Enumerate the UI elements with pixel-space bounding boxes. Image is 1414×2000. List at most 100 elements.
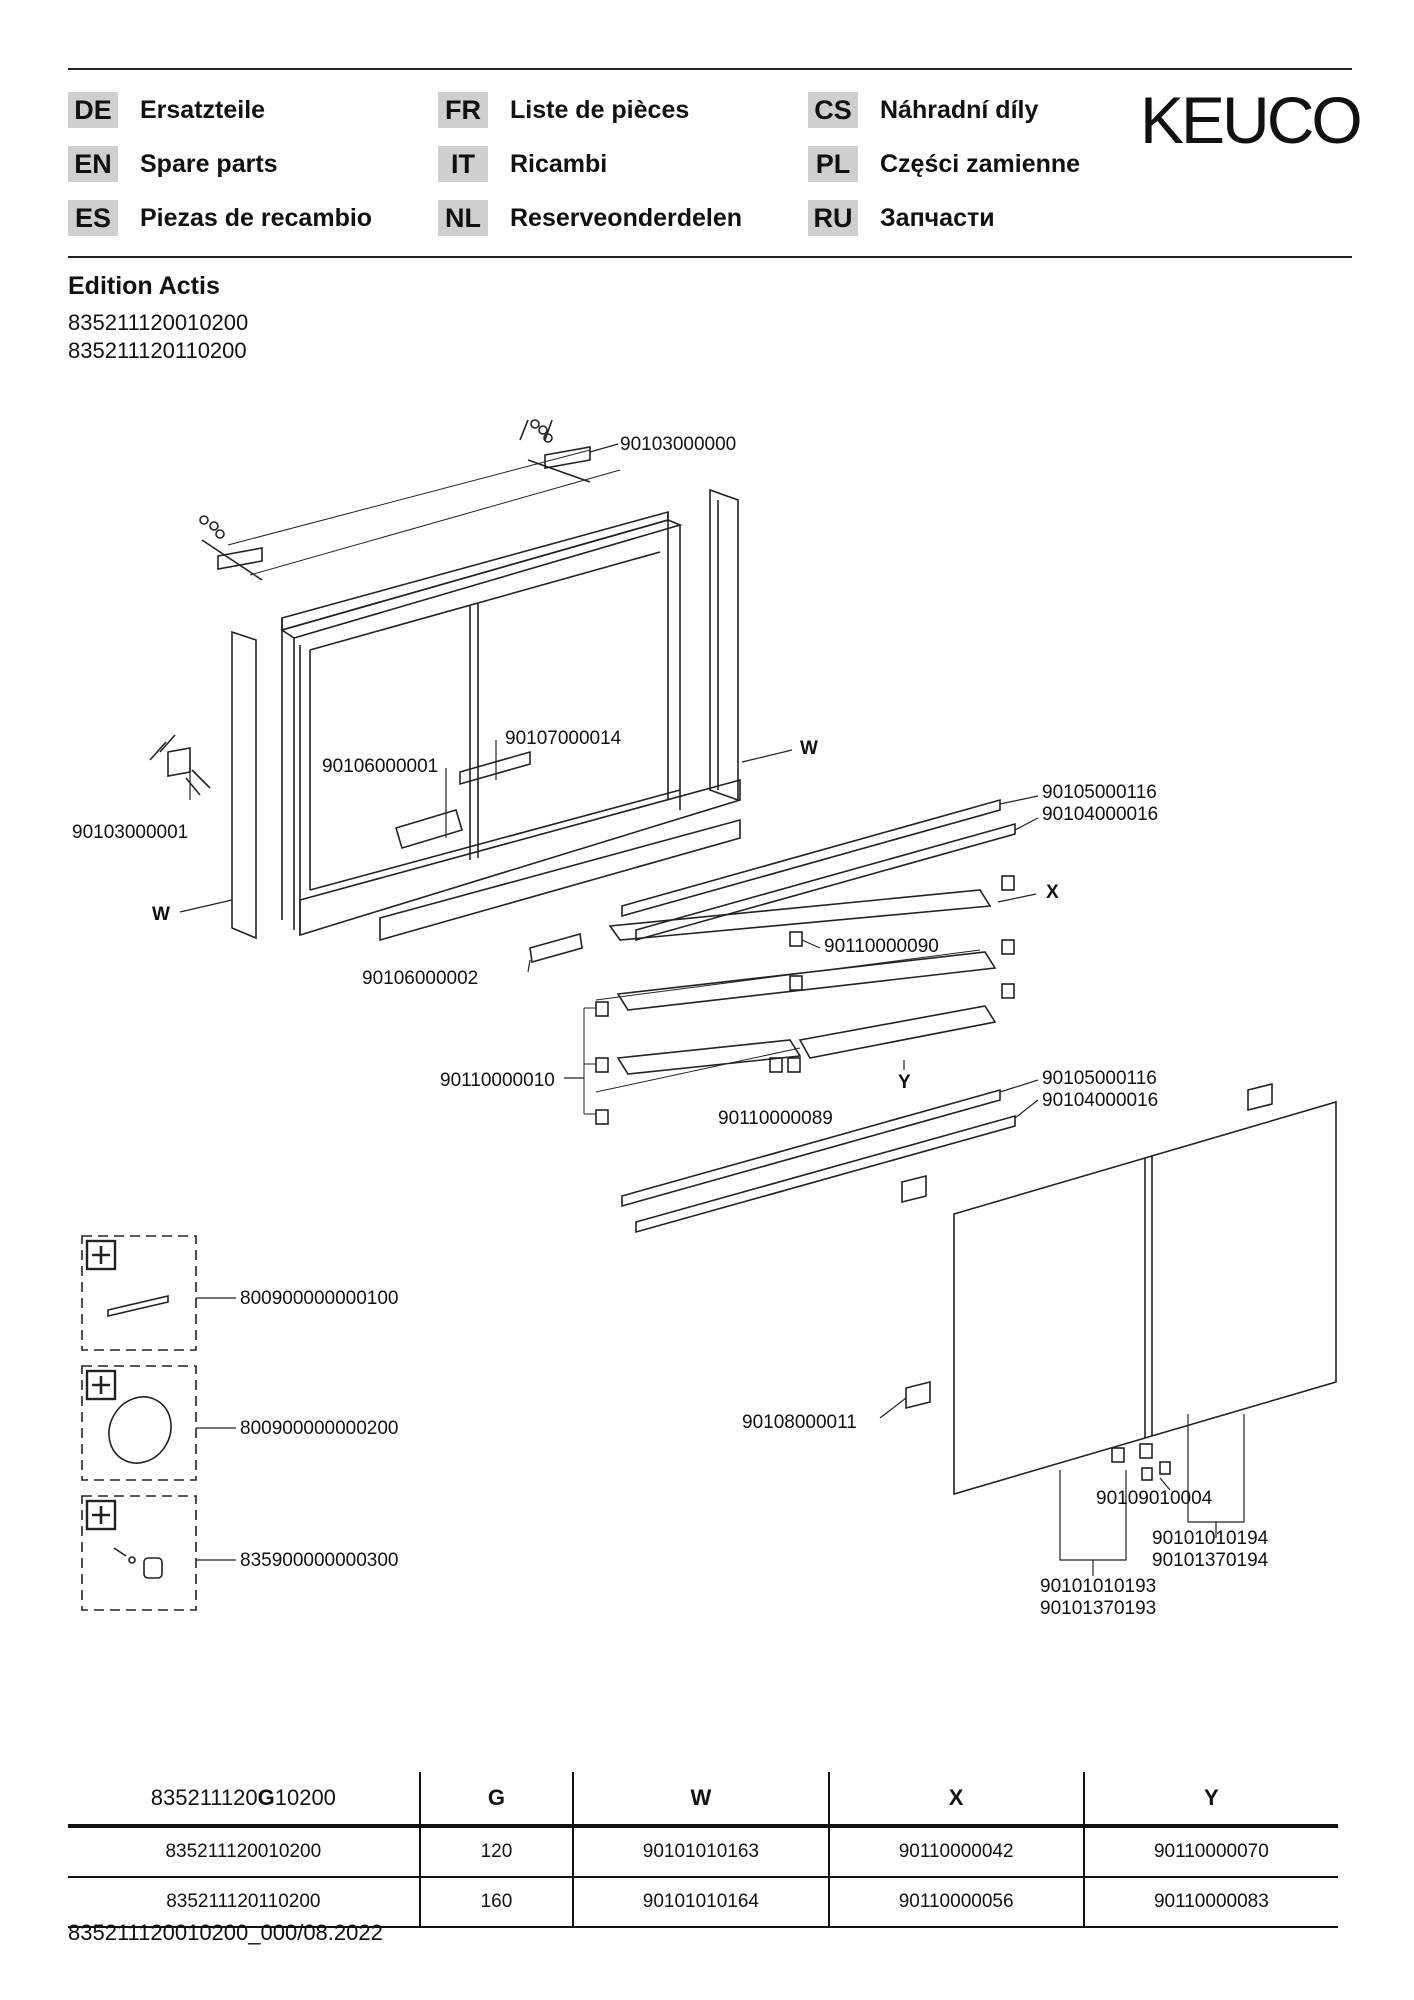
document-footer: 835211120010200_000/08.2022 — [68, 1920, 383, 1945]
part-label: 90101010194 — [1152, 1528, 1269, 1549]
part-label: 90101010193 — [1040, 1576, 1156, 1597]
part-label: 90109010004 — [1096, 1488, 1213, 1509]
lang-code: RU — [808, 200, 858, 236]
lang-es: ES Piezas de recambio — [68, 200, 372, 236]
lang-cs: CS Náhradní díly — [808, 92, 1038, 128]
part-label: 90105000116 — [1042, 1068, 1157, 1089]
part-label: 90103000001 — [72, 822, 188, 843]
light-controller — [395, 750, 531, 849]
part-label: 90104000016 — [1042, 1090, 1158, 1111]
table-cell: 90110000056 — [827, 1877, 1084, 1928]
lang-label: Piezas de recambio — [140, 203, 373, 232]
glass-shelf-x — [608, 889, 992, 941]
lang-pl: PL Części zamienne — [808, 146, 1080, 182]
top-rule — [68, 68, 1352, 70]
part-label: 835900000000300 — [240, 1550, 399, 1571]
lang-code: DE — [68, 92, 118, 128]
part-label: Y — [898, 1072, 911, 1093]
part-label: W — [152, 904, 170, 925]
lang-code: EN — [68, 146, 118, 182]
table-cell: 90101010164 — [572, 1877, 829, 1928]
shelf-clips — [595, 875, 1015, 1125]
lang-ru: RU Запчасти — [808, 200, 995, 236]
door-stop-top — [901, 1082, 1273, 1204]
lang-code: CS — [808, 92, 858, 128]
exploded-diagram: 90103000000 90103000001 W 90106000001 90… — [72, 419, 1337, 1619]
table-cell: 90101010163 — [572, 1826, 829, 1878]
table-header-y: Y — [1082, 1772, 1338, 1828]
led-bar-upper — [621, 798, 1016, 942]
lang-label: Ricambi — [510, 149, 608, 178]
article-number: 835211120010200 — [68, 310, 249, 335]
part-label: 90108000011 — [742, 1412, 857, 1433]
part-label: 90107000014 — [505, 728, 622, 749]
header-rule — [68, 256, 1352, 258]
accessory-box-1 — [81, 1235, 197, 1351]
glass-shelf-y — [798, 1005, 997, 1059]
hanger-top-left — [199, 515, 263, 581]
part-label: X — [1046, 882, 1059, 903]
mirror-doors — [953, 1100, 1337, 1496]
side-panel-left — [231, 630, 257, 940]
product-title: Edition Actis — [68, 272, 220, 300]
lang-code: IT — [438, 146, 488, 182]
glass-shelf-1 — [616, 951, 997, 1011]
table-row: 835211120010200 120 90101010163 90110000… — [68, 1826, 1338, 1878]
table-cell: 90110000083 — [1082, 1877, 1338, 1928]
part-label: 90101370193 — [1040, 1598, 1156, 1619]
lang-label: Reserveonderdelen — [510, 203, 743, 232]
table-cell: 835211120010200 — [68, 1826, 420, 1878]
part-label: 800900000000100 — [240, 1288, 399, 1309]
part-label: 90106000002 — [362, 968, 478, 989]
lang-en: EN Spare parts — [68, 146, 278, 182]
lang-label: Spare parts — [140, 149, 278, 178]
table-row: 835211120110200 160 90101010164 90110000… — [68, 1877, 1338, 1928]
lang-fr: FR Liste de pièces — [438, 92, 689, 128]
wall-bracket-left — [149, 734, 211, 796]
keuco-logo: KEUCO — [1140, 83, 1363, 157]
variant-table: 835211120G10200 G W X Y 835211120010200 … — [68, 1772, 1338, 1928]
lang-code: NL — [438, 200, 488, 236]
lang-de: DE Ersatzteile — [68, 92, 265, 128]
lang-label: Запчасти — [880, 203, 995, 232]
part-label: 90110000089 — [718, 1108, 833, 1129]
glass-shelf-2 — [616, 1039, 802, 1075]
part-label: 90110000090 — [824, 936, 939, 957]
table-header-g: G — [418, 1772, 574, 1828]
lang-label: Części zamienne — [880, 149, 1081, 178]
part-label: 90110000010 — [440, 1070, 555, 1091]
leader-lines — [179, 443, 1245, 1576]
led-bar-lower — [621, 1088, 1016, 1234]
lang-label: Ersatzteile — [140, 95, 266, 124]
table-cell: 835211120110200 — [68, 1877, 420, 1928]
door-fittings — [1111, 1443, 1171, 1481]
lang-nl: NL Reserveonderdelen — [438, 200, 742, 236]
lang-it: IT Ricambi — [438, 146, 607, 182]
table-cell: 160 — [418, 1877, 574, 1928]
part-label: 90106000001 — [322, 756, 438, 777]
hanger-top-right — [519, 419, 591, 483]
table-cell: 90110000042 — [827, 1826, 1084, 1878]
lang-label: Liste de pièces — [510, 95, 690, 124]
lang-code: PL — [808, 146, 858, 182]
table-cell: 120 — [418, 1826, 574, 1878]
part-label: 90103000000 — [620, 434, 736, 455]
article-number: 835211120110200 — [68, 338, 247, 363]
part-label: 90104000016 — [1042, 804, 1158, 825]
part-label: W — [800, 738, 818, 759]
switch-strip — [529, 932, 583, 964]
part-label: 90105000116 — [1042, 782, 1157, 803]
accessory-box-3 — [81, 1495, 197, 1611]
door-stop-bottom — [905, 1380, 931, 1410]
part-label: 800900000000200 — [240, 1418, 399, 1439]
table-header-w: W — [572, 1772, 829, 1828]
table-header-x: X — [827, 1772, 1084, 1828]
cabinet-body — [280, 510, 741, 942]
side-panel-right — [709, 488, 739, 802]
part-label: 90101370194 — [1152, 1550, 1269, 1571]
lang-label: Náhradní díly — [880, 95, 1039, 124]
table-header-row: 835211120G10200 G W X Y — [68, 1772, 1338, 1828]
table-cell: 90110000070 — [1082, 1826, 1338, 1878]
table-header-article: 835211120G10200 — [68, 1772, 420, 1828]
lang-code: FR — [438, 92, 488, 128]
